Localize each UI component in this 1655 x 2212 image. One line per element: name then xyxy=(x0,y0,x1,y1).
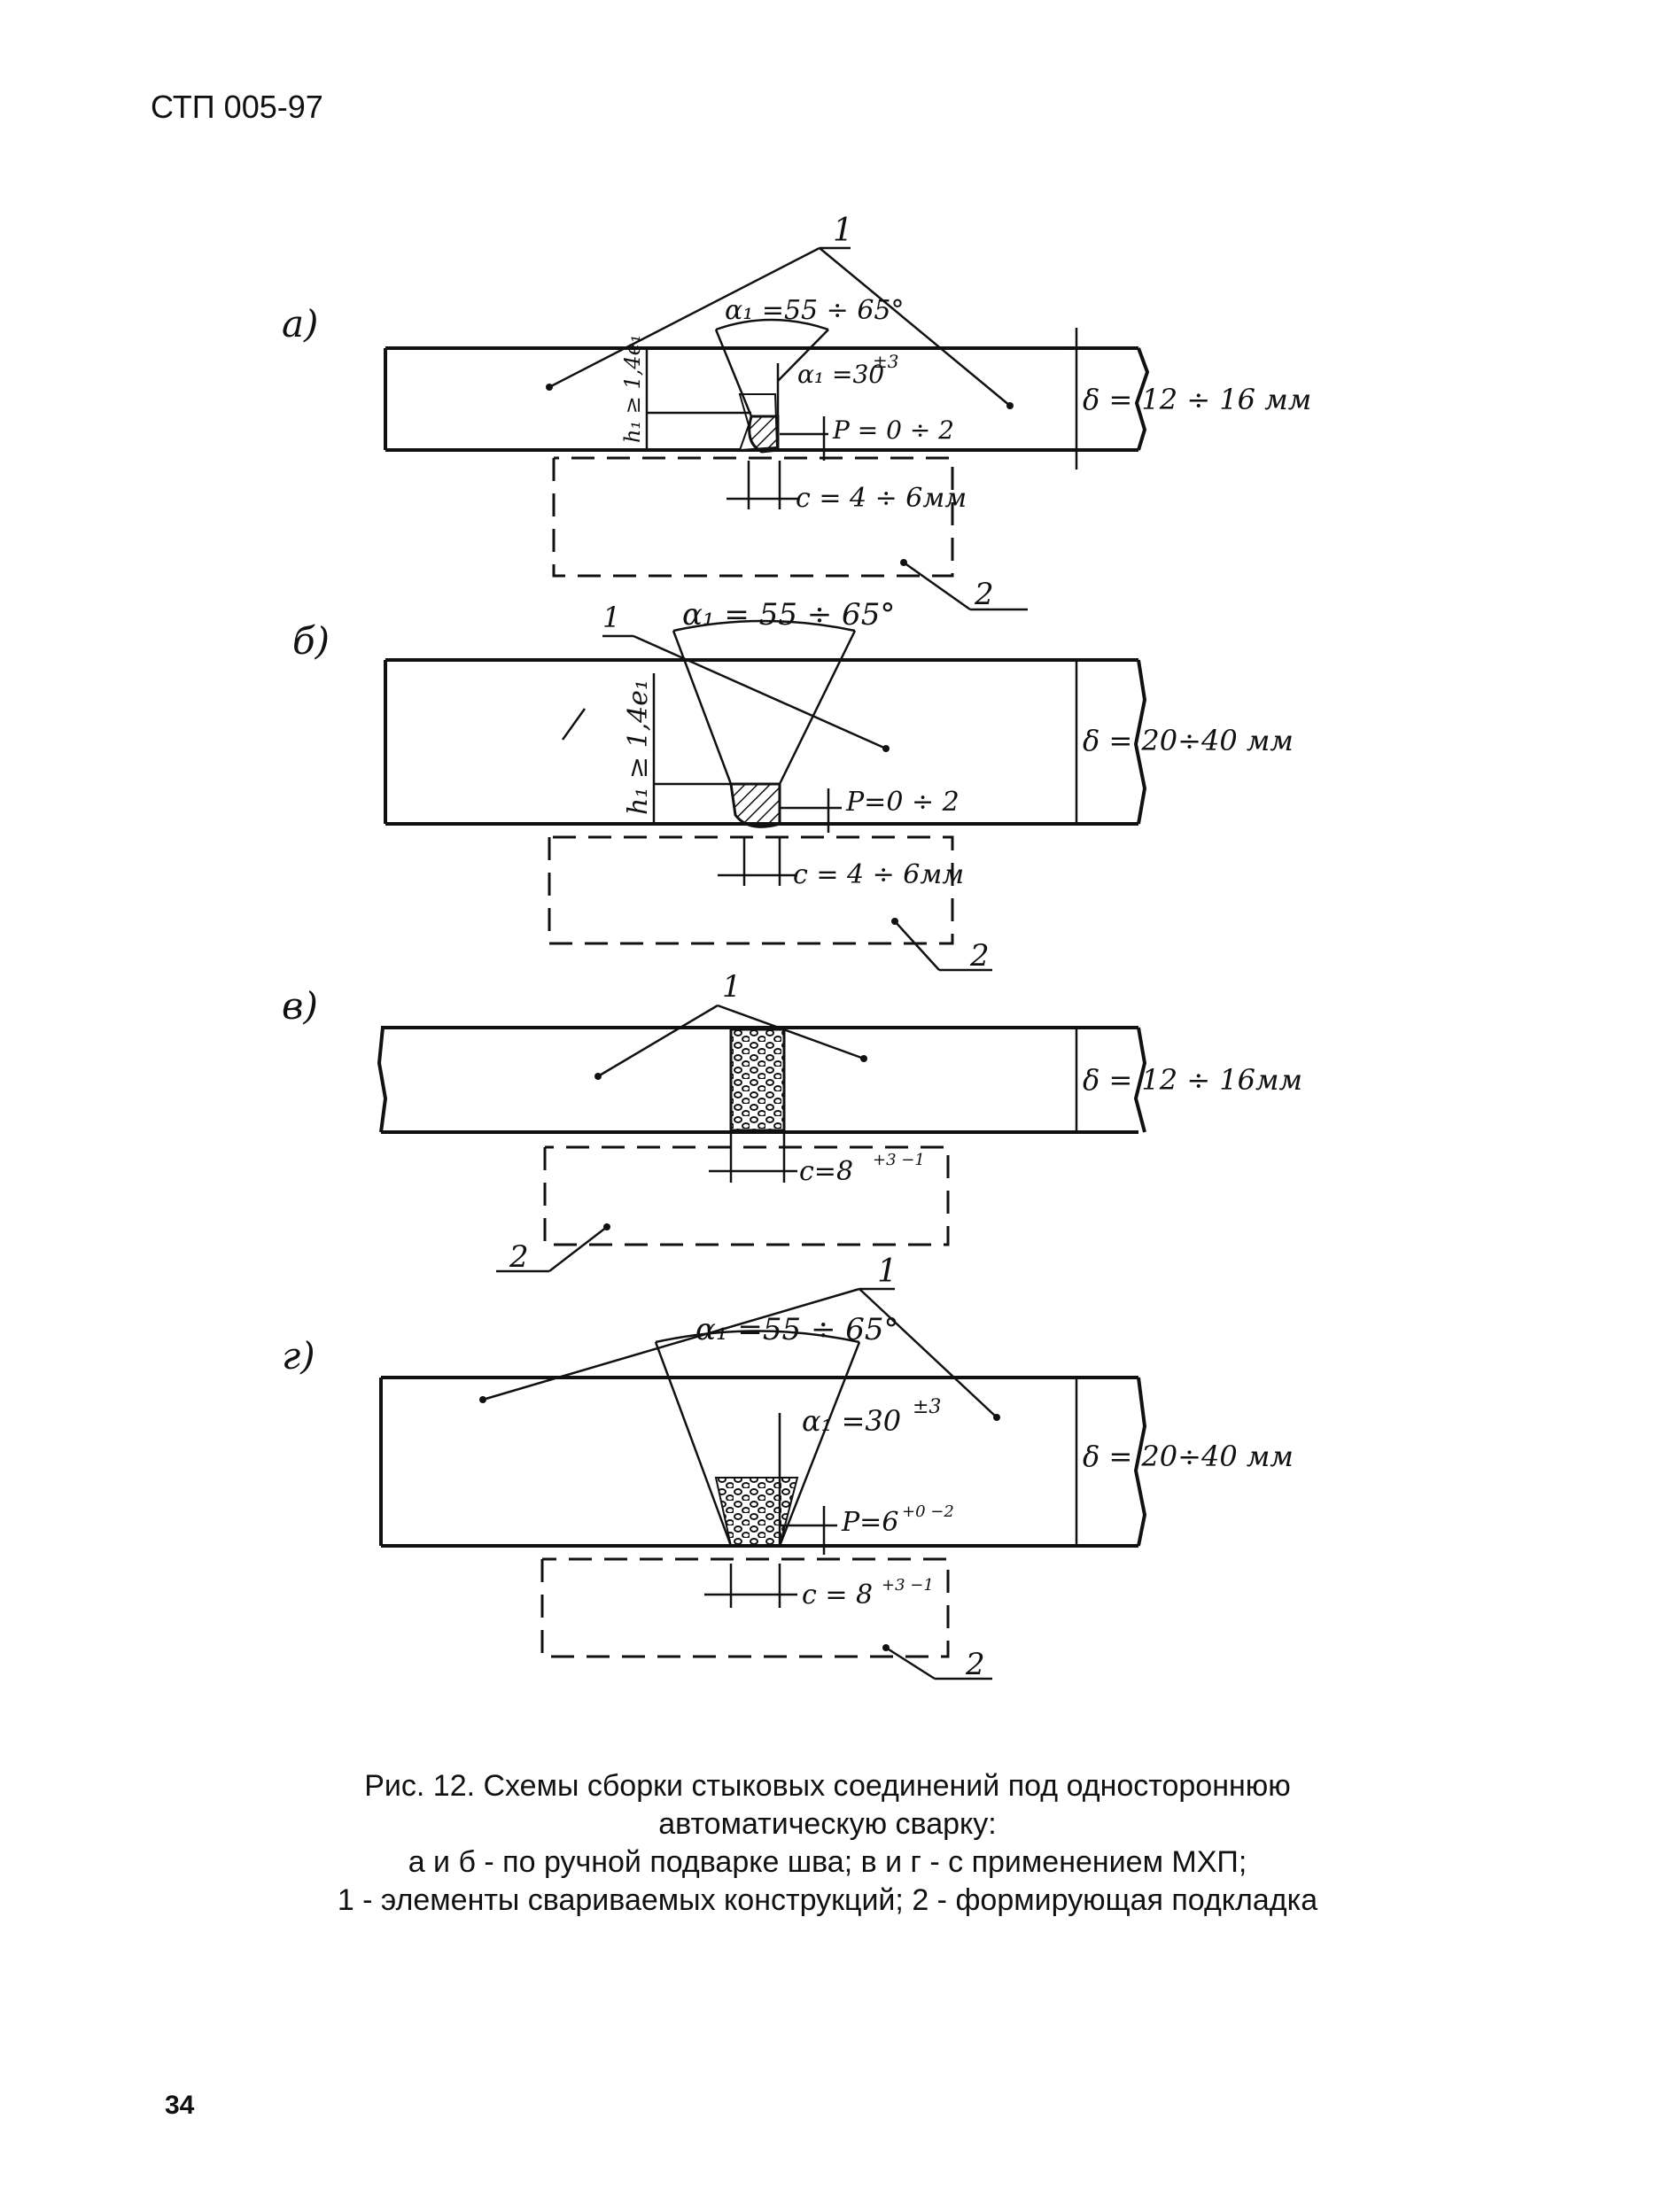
item-2-callout: 2 xyxy=(965,1647,985,1682)
scheme-a-label: а) xyxy=(282,302,318,345)
bevel-angle-label: α₁ =30 xyxy=(802,1404,901,1438)
backing-strip xyxy=(552,456,954,578)
item-2-callout: 2 xyxy=(969,938,990,974)
item-1-callout: 1 xyxy=(722,969,742,1005)
groove-angle-label: α₁ =55 ÷ 65° xyxy=(725,295,905,326)
backing-strip xyxy=(540,1557,950,1658)
root-height-label: h₁ ≥ 1,4e₁ xyxy=(620,335,645,443)
bevel-angle-tolerance: ±3 xyxy=(873,351,898,372)
gap-tolerance: +3 −1 xyxy=(873,1151,925,1169)
bevel-angle-tolerance: ±3 xyxy=(913,1396,941,1418)
item-2-callout: 2 xyxy=(974,577,994,612)
gap-label: c = 8 xyxy=(802,1579,873,1610)
scheme-b-label: б) xyxy=(292,619,330,663)
flux-filled-gap xyxy=(729,1028,786,1132)
gap-label: c = 4 ÷ 6мм xyxy=(796,483,967,514)
root-face-label: P = 0 ÷ 2 xyxy=(832,415,954,445)
backing-strip xyxy=(543,1145,950,1246)
figure-caption-line-1: Рис. 12. Схемы сборки стыковых соединени… xyxy=(364,1769,1291,1803)
gap-tolerance: +3 −1 xyxy=(882,1576,934,1595)
figure-caption-line-3: а и б - по ручной подварке шва; в и г - … xyxy=(408,1845,1247,1879)
root-face-label: P=6 xyxy=(841,1507,898,1538)
flux-filled-groove xyxy=(714,1477,799,1547)
root-face-label: P=0 ÷ 2 xyxy=(845,787,960,818)
item-2-callout: 2 xyxy=(509,1239,529,1275)
root-weld-hatched xyxy=(748,415,780,454)
figure-caption-line-4: 1 - элементы свариваемых конструкций; 2 … xyxy=(337,1883,1318,1917)
thickness-label: δ = 20÷40 мм xyxy=(1083,724,1294,757)
item-1-callout: 1 xyxy=(877,1253,897,1290)
thickness-label: δ = 12 ÷ 16 мм xyxy=(1083,383,1311,416)
figure-caption-line-2: автоматическую сварку: xyxy=(658,1807,997,1841)
scheme-b: б) α₁ = 55 ÷ 65° 1 h₁ ≥ 1,4e₁ P=0 ÷ 2 δ … xyxy=(292,597,1294,974)
gap-label: c=8 xyxy=(799,1156,853,1187)
item-1-callout: 1 xyxy=(602,601,620,634)
document-code: СТП 005-97 xyxy=(151,89,323,125)
item-1-callout: 1 xyxy=(833,213,853,249)
scheme-c: в) 1 δ = 12 ÷ 16мм c=8 +3 −1 2 xyxy=(282,969,1302,1275)
backing-strip xyxy=(548,835,954,945)
scheme-c-label: в) xyxy=(282,984,318,1028)
thickness-label: δ = 20÷40 мм xyxy=(1083,1440,1294,1473)
scheme-d: г) α₁ =55 ÷ 65° α₁ =30 ±3 1 P=6 +0 −2 δ … xyxy=(282,1253,1294,1682)
root-height-label: h₁ ≥ 1,4e₁ xyxy=(623,679,654,815)
groove-angle-label: α₁ =55 ÷ 65° xyxy=(695,1312,899,1347)
root-face-tolerance: +0 −2 xyxy=(902,1502,954,1521)
page-number: 34 xyxy=(165,2091,195,2120)
scheme-d-label: г) xyxy=(282,1334,315,1378)
groove-angle-label: α₁ = 55 ÷ 65° xyxy=(682,597,895,633)
root-weld-hatched xyxy=(729,782,781,828)
thickness-label: δ = 12 ÷ 16мм xyxy=(1083,1063,1302,1097)
gap-label: c = 4 ÷ 6мм xyxy=(793,859,964,890)
scheme-a: а) α₁ =55 ÷ 65° α₁ =30 ±3 1 h₁ ≥ 1,4e₁ P… xyxy=(282,213,1311,612)
bevel-angle-label: α₁ =30 xyxy=(797,360,884,389)
